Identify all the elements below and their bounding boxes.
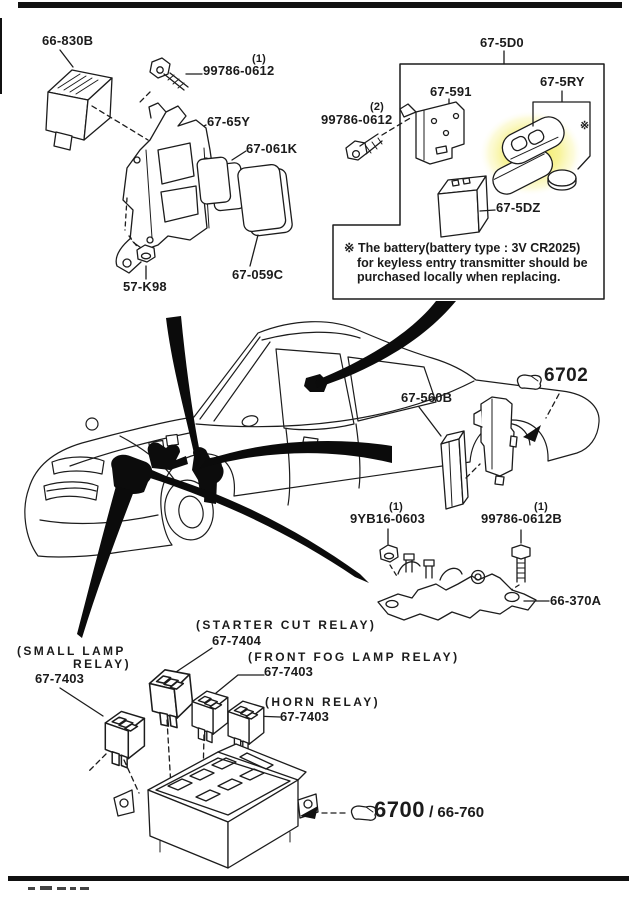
bracket-66-370A-drawing <box>377 553 550 621</box>
part-label-67-061K: 67-061K <box>246 141 298 156</box>
swoosh-car-to-relays <box>77 486 134 638</box>
battery-ref-mark: ※ <box>580 120 590 132</box>
relay-box-ref-label: 6700 / 66-760 <box>374 797 484 823</box>
relay-name-horn: (HORN RELAY) <box>265 695 381 709</box>
pointing-hand-icon <box>516 374 542 390</box>
ref-6702-pointer <box>516 374 560 442</box>
bracket-67-591-drawing <box>399 98 465 165</box>
bottom-border-rule <box>8 876 629 881</box>
ref-label-66-760: 66-760 <box>437 804 485 821</box>
relay-name-small-lamp-1: (SMALL LAMP <box>17 644 126 658</box>
part-label-67-059C: 67-059C <box>232 267 284 282</box>
battery-note-line2: for keyless entry transmitter should be <box>357 255 588 270</box>
unit-6702-drawing <box>465 396 518 486</box>
part-label-67-591: 67-591 <box>430 84 472 99</box>
relay-name-starter-cut: (STARTER CUT RELAY) <box>196 618 377 632</box>
ref-label-6700: 6700 <box>374 797 425 822</box>
part-label-starter-cut-relay: 67-7404 <box>212 633 262 648</box>
swoosh-car-to-bracket <box>150 470 369 583</box>
ref-separator: / <box>428 804 434 821</box>
part-label-9YB16-0603: 9YB16-0603 <box>350 511 425 526</box>
pad-67-059C-drawing <box>237 163 293 267</box>
swoosh-topleft-to-car <box>166 316 201 467</box>
battery-note-line3: purchased locally when replacing. <box>357 270 561 284</box>
leader-swooshes <box>77 301 456 638</box>
receiver-67-5DZ-drawing <box>437 175 496 238</box>
part-label-small-lamp-relay: 67-7403 <box>35 671 85 686</box>
starter-cut-relay-drawing <box>147 666 196 731</box>
ref-label-6702: 6702 <box>544 365 589 386</box>
ref-6700-pointer <box>300 805 377 821</box>
blob-engine-bay <box>147 442 188 470</box>
footer-partial-text <box>28 886 89 890</box>
qty-label-nut-b: (1) <box>389 501 404 513</box>
part-label-front-fog-relay: 67-7403 <box>264 664 314 679</box>
part-label-99786-0612-b: 99786-0612 <box>321 112 393 127</box>
bolt-99786-0612-2-drawing <box>345 116 413 161</box>
bolt-99786-0612-1-drawing <box>137 57 203 105</box>
relay-name-small-lamp-2: RELAY) <box>73 657 131 671</box>
component-location-blobs <box>111 374 328 504</box>
part-label-67-5RY: 67-5RY <box>540 74 585 89</box>
battery-note-line1: ※ The battery(battery type : 3V CR2025) <box>344 241 581 255</box>
bracket-67-65Y-drawing <box>115 102 215 274</box>
part-label-99786-0612-a: 99786-0612 <box>203 63 275 78</box>
qty-label-bolt-a: (1) <box>252 53 267 65</box>
blob-front-bumper <box>111 454 153 494</box>
relay-name-front-fog: (FRONT FOG LAMP RELAY) <box>248 650 460 664</box>
part-label-57-K98: 57-K98 <box>123 279 167 294</box>
part-label-67-560B: 67-560B <box>401 390 453 405</box>
relay-66-830B-drawing <box>45 49 149 151</box>
part-label-67-5D0: 67-5D0 <box>480 35 524 50</box>
qty-label-bolt-keyless: (2) <box>370 101 385 113</box>
pointing-hand-icon <box>350 805 377 821</box>
part-label-66-830B: 66-830B <box>42 33 94 48</box>
left-edge-mark <box>0 18 2 94</box>
part-label-horn-relay: 67-7403 <box>280 709 330 724</box>
keyless-box-frame <box>332 50 605 300</box>
nut-57-K98-drawing <box>136 244 156 280</box>
coin-battery-drawing <box>547 169 577 191</box>
page-border-lines <box>0 2 629 890</box>
small-lamp-relay-drawing <box>104 710 146 769</box>
swoosh-keylessbox-to-car <box>315 301 456 388</box>
top-border-rule <box>18 2 622 8</box>
part-label-67-65Y: 67-65Y <box>207 114 251 129</box>
relay-box-6700-drawing <box>113 743 319 869</box>
unit-67-560B-drawing <box>418 406 469 510</box>
part-label-66-370A: 66-370A <box>550 593 602 608</box>
nut-9YB16-0603-drawing <box>379 528 399 579</box>
part-label-99786-0612B: 99786-0612B <box>481 511 562 526</box>
part-label-67-5DZ: 67-5DZ <box>496 200 541 215</box>
front-fog-relay-drawing <box>191 690 229 744</box>
swoosh-car-to-right-units <box>199 440 392 469</box>
qty-label-bolt-b: (1) <box>534 501 549 513</box>
battery-note: ※ The battery(battery type : 3V CR2025) … <box>344 241 588 285</box>
